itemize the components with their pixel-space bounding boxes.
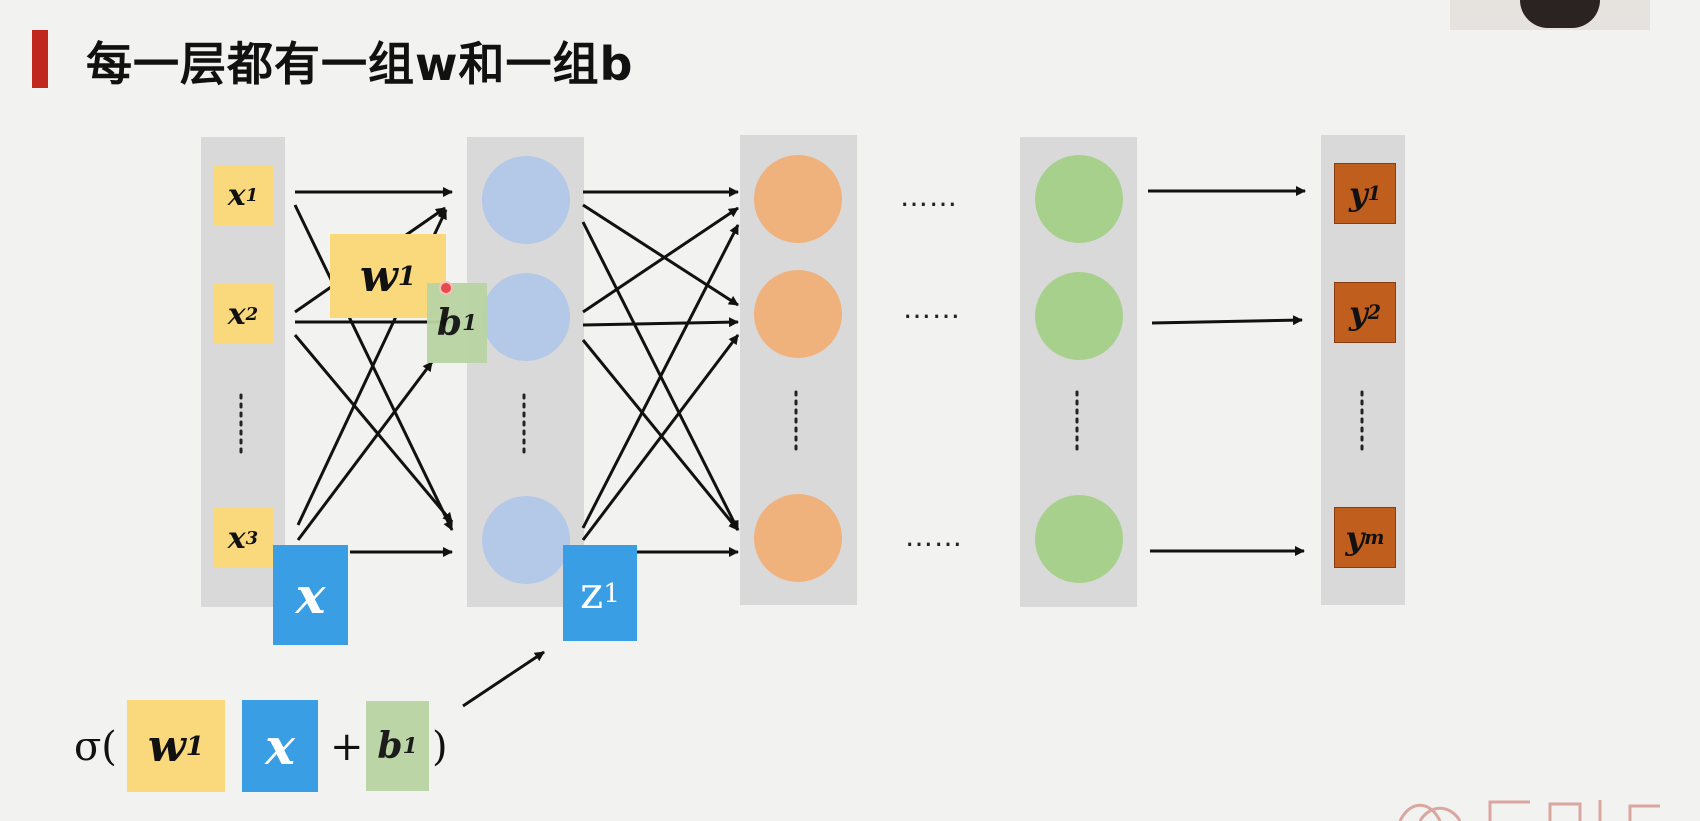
input-label-sub: 2 [245, 303, 259, 325]
output-label-sub: 1 [1367, 182, 1381, 205]
layer1-node [482, 273, 570, 361]
x-vec-text: x [295, 565, 326, 625]
edge [296, 361, 434, 541]
weight-sup: 1 [397, 260, 417, 292]
layer1-node [482, 156, 570, 244]
pointer-cursor-dot [439, 281, 453, 295]
edge [293, 334, 454, 523]
input-label-sub: 3 [245, 527, 259, 549]
output-label-base: y [1349, 293, 1368, 332]
input-label-base: x [227, 296, 246, 332]
bias-sup: 1 [462, 310, 478, 336]
layern-node [1035, 155, 1123, 243]
layer1-node [482, 496, 570, 584]
output-label-base: y [1345, 518, 1365, 557]
output-label-sub: 2 [1367, 301, 1381, 324]
presenter-hair [1520, 0, 1600, 28]
layer-ellipsis-horizontal: …… [905, 520, 963, 553]
z-sup: 1 [603, 577, 620, 609]
layer2-node [754, 494, 842, 582]
edge [581, 334, 740, 541]
edge [581, 224, 740, 529]
watermark-logo [1398, 800, 1660, 821]
formula-w-sup: 1 [185, 730, 205, 762]
formula-to-z-arrow [462, 650, 545, 708]
formula-sigma-open: σ( [74, 724, 117, 770]
formula-w-base: w [147, 720, 186, 772]
edge [582, 317, 739, 328]
formula-b-base: b [377, 725, 403, 767]
edge [581, 339, 740, 531]
title-accent-bar [32, 30, 48, 88]
input-label-sub: 1 [245, 184, 259, 206]
edge [582, 203, 739, 307]
input-label-base: x [227, 177, 246, 213]
formula-close-paren: ) [432, 724, 448, 770]
input-label-base: x [227, 520, 246, 556]
layern-node [1035, 495, 1123, 583]
layer2-node [754, 270, 842, 358]
edge [582, 206, 739, 314]
formula-x-text: x [265, 716, 295, 776]
layer-ellipsis-horizontal: …… [900, 180, 958, 213]
formula-x: x [242, 700, 318, 792]
layer-ellipsis-horizontal: …… [903, 292, 961, 325]
weight-base: w [359, 250, 398, 302]
formula-b-sup: 1 [402, 733, 418, 759]
layer2-node [754, 155, 842, 243]
output-label-base: y [1349, 174, 1368, 213]
layern-node [1035, 272, 1123, 360]
page-title: 每一层都有一组w和一组b [86, 37, 634, 91]
output-label-sub: m [1364, 526, 1385, 549]
formula-plus: + [330, 724, 364, 770]
input-vector-x: x [273, 545, 348, 645]
bias-base: b [436, 302, 463, 344]
z-base: z [580, 567, 604, 619]
edge [1151, 315, 1303, 326]
